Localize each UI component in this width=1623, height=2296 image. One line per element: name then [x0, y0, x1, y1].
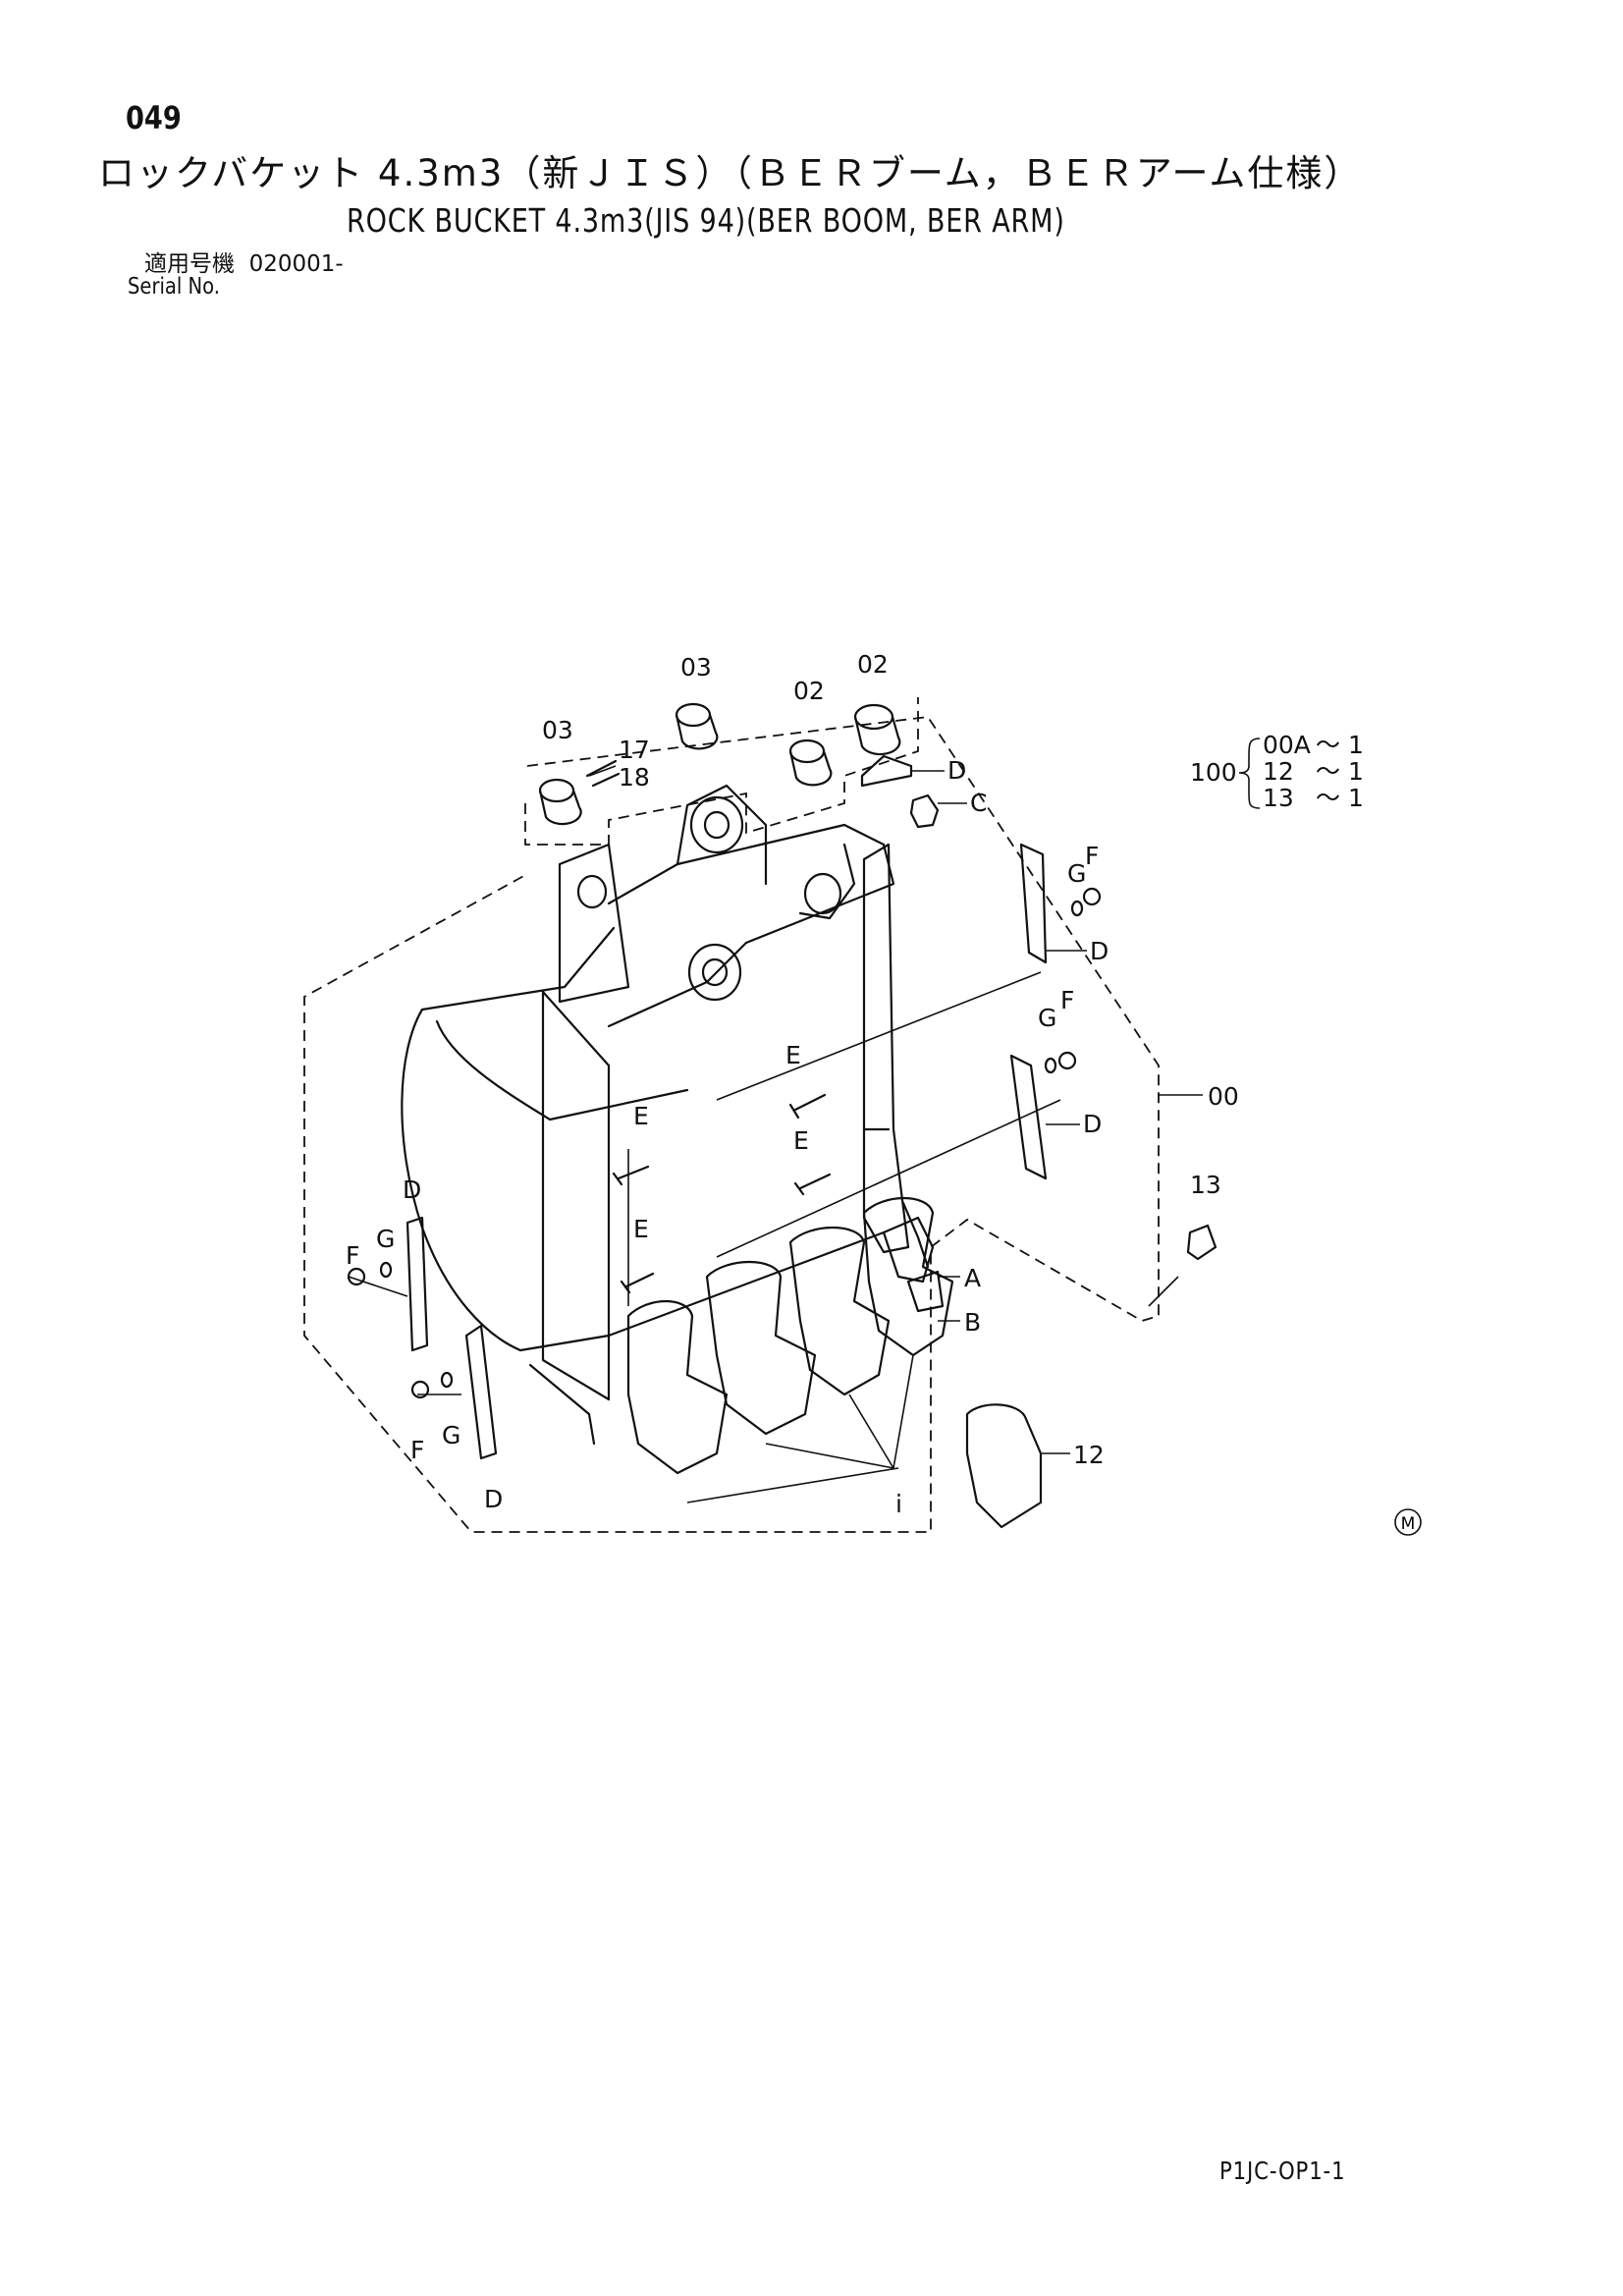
bucket-body	[401, 784, 910, 1446]
callout-a: A	[964, 1264, 981, 1292]
washer-g-2	[1044, 1057, 1057, 1074]
callout-d-right-1: D	[1090, 937, 1109, 965]
nut-f-4	[410, 1380, 430, 1399]
bushing-03-lower	[538, 778, 582, 826]
callout-f-1: F	[1085, 842, 1099, 870]
side-cutter-d-left-lower	[464, 1324, 498, 1460]
kit-item-1-qty: ～ 1	[1316, 757, 1364, 786]
clip-d-top	[860, 754, 913, 788]
bushing-02-right	[853, 703, 901, 756]
kit-item-2-qty: ～ 1	[1316, 784, 1364, 812]
pin-17-icon	[585, 759, 618, 778]
bolt-e-2	[612, 1165, 650, 1186]
bushing-02-left	[788, 738, 833, 787]
callout-18: 18	[619, 763, 650, 792]
serial-label-japanese: 適用号機	[144, 251, 235, 277]
callout-e-3: E	[793, 1126, 809, 1155]
callout-d-top: D	[947, 756, 966, 785]
side-cutter-d-right-lower	[1009, 1054, 1048, 1180]
callout-g-3: G	[376, 1225, 395, 1253]
spare-tooth-12	[965, 1403, 1043, 1529]
bushing-03-upper	[675, 702, 719, 750]
washer-g-4	[440, 1371, 454, 1389]
kit-number: 100	[1190, 758, 1237, 787]
callout-02-right: 02	[857, 650, 889, 679]
callout-e-2: E	[633, 1102, 649, 1130]
callout-03-left: 03	[542, 716, 573, 744]
serial-value: 020001-	[248, 251, 344, 277]
title-english: ROCK BUCKET 4.3m3(JIS 94)(BER BOOM, BER …	[347, 201, 1065, 240]
side-cutter-d-left-upper	[406, 1216, 429, 1352]
nut-c-top	[909, 793, 940, 829]
callout-12: 12	[1073, 1441, 1105, 1469]
washer-g-3	[379, 1261, 393, 1279]
bolt-e-1	[788, 1093, 827, 1120]
tooth-set	[626, 1196, 954, 1475]
callout-d-left-1: D	[403, 1175, 421, 1204]
callout-c: C	[970, 789, 987, 817]
kit-100-list: 100 00A ～ 1 12 ～ 1 13 ～ 1	[1190, 731, 1364, 812]
callout-f-3: F	[346, 1241, 359, 1270]
serial-label-english: Serial No.	[128, 274, 220, 300]
kit-item-1-code: 12	[1263, 757, 1294, 786]
page-number: 049	[126, 99, 182, 137]
side-cutter-d-right-upper	[1019, 843, 1048, 964]
footer-code: P1JC-OP1-1	[1219, 2157, 1346, 2185]
mark-letter: M	[1401, 1514, 1416, 1534]
callout-02-left: 02	[793, 677, 825, 705]
callout-13: 13	[1190, 1171, 1221, 1199]
callout-e-1: E	[785, 1041, 801, 1069]
tooth-adapter-a	[882, 1216, 935, 1284]
kit-item-0-code: 00A	[1263, 731, 1311, 759]
kit-item-2-code: 13	[1263, 784, 1294, 812]
bolt-e-3	[793, 1173, 832, 1196]
spare-pin-13	[1186, 1224, 1217, 1261]
kit-brace	[1238, 738, 1261, 809]
callout-f-4: F	[410, 1436, 424, 1464]
washer-g-1	[1070, 900, 1084, 917]
pin-group-boundary	[524, 697, 919, 846]
callout-e-4: E	[633, 1215, 649, 1243]
nut-f-2	[1057, 1051, 1077, 1070]
title-japanese: ロックバケット 4.3m3（新ＪＩＳ）（ＢＥＲブーム，ＢＥＲアーム仕様）	[98, 152, 1363, 194]
callout-g-2: G	[1038, 1004, 1056, 1032]
callout-17: 17	[619, 736, 650, 764]
serial-line-japanese: 適用号機 020001-	[144, 253, 344, 276]
callout-g-4: G	[442, 1421, 460, 1449]
callout-d-right-2: D	[1083, 1110, 1102, 1138]
washer-18-icon	[591, 772, 621, 788]
callout-03-top: 03	[680, 653, 712, 682]
assembly-boundary	[303, 716, 1160, 1533]
callout-g-1: G	[1067, 859, 1086, 888]
callout-i: i	[895, 1490, 902, 1518]
tooth-pin-b	[906, 1270, 945, 1313]
kit-item-0-qty: ～ 1	[1316, 731, 1364, 759]
callout-d-left-2: D	[484, 1485, 503, 1513]
callout-00: 00	[1208, 1082, 1239, 1111]
nut-f-1	[1082, 887, 1102, 906]
callout-f-2: F	[1060, 986, 1074, 1014]
callout-b: B	[964, 1308, 981, 1337]
circled-m-mark: M	[1394, 1508, 1422, 1536]
bolt-e-4	[620, 1272, 655, 1294]
